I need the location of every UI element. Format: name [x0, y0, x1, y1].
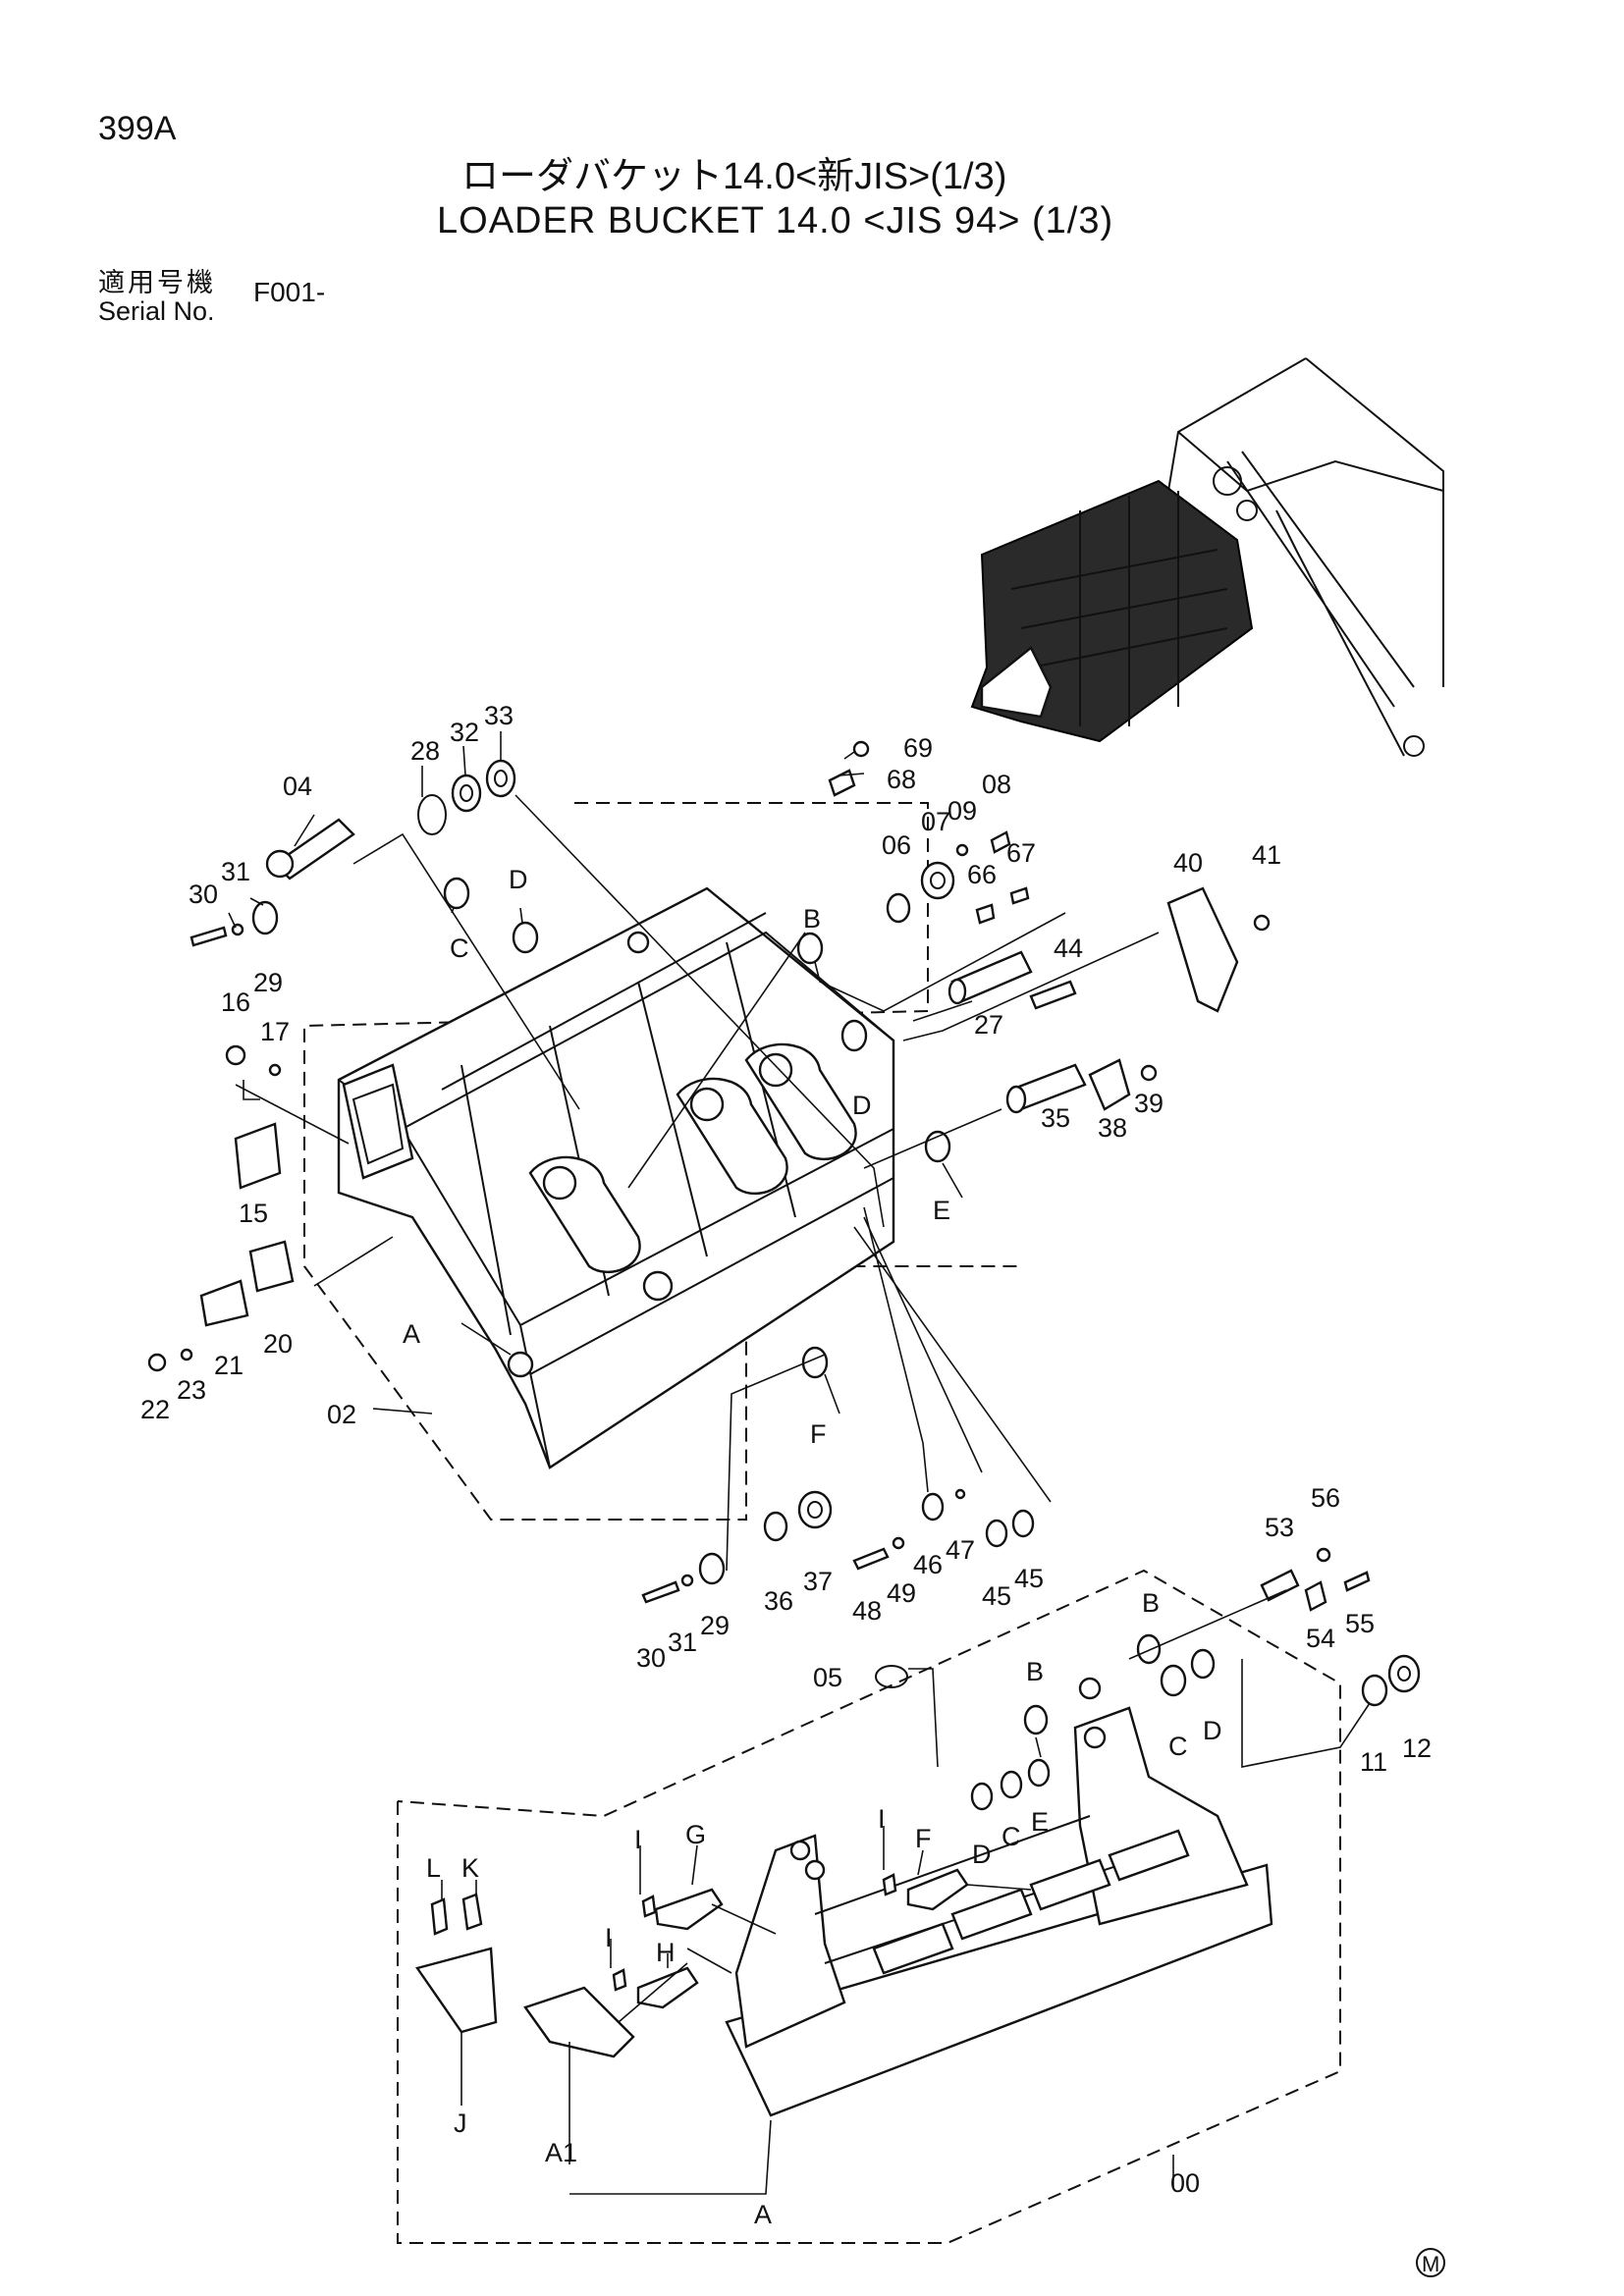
ref-B-right: B: [1142, 1588, 1160, 1618]
callout-44: 44: [1054, 934, 1083, 963]
callout-38: 38: [1098, 1113, 1127, 1143]
page-code: 399A: [98, 110, 177, 147]
serial-number-value: F001-: [253, 277, 326, 307]
callout-40: 40: [1173, 848, 1203, 878]
callout-46: 46: [913, 1550, 943, 1579]
callout-07: 07: [921, 807, 950, 836]
circled-m-icon: [1416, 2248, 1445, 2277]
footer-mark: M: [1416, 2248, 1445, 2277]
callout-15: 15: [239, 1199, 268, 1228]
ref-J: J: [454, 2109, 467, 2138]
ref-C-upper: C: [450, 934, 469, 963]
callout-31-lower: 31: [668, 1628, 697, 1657]
leader-lines: [228, 731, 1371, 2195]
callout-08: 08: [982, 770, 1011, 799]
ref-E-bucket: E: [1031, 1807, 1049, 1837]
ref-B-bucket: B: [1026, 1657, 1044, 1686]
title-japanese: ローダバケット14.0<新JIS>(1/3): [461, 156, 1007, 197]
callout-47: 47: [946, 1535, 975, 1565]
callout-17: 17: [260, 1017, 290, 1046]
callout-67: 67: [1006, 838, 1036, 868]
callout-35: 35: [1041, 1103, 1070, 1133]
callout-36: 36: [764, 1586, 793, 1616]
callout-04: 04: [283, 772, 312, 801]
callout-45: 45: [982, 1581, 1011, 1611]
callout-32: 32: [450, 718, 479, 747]
callout-05: 05: [813, 1663, 842, 1692]
ref-G: G: [685, 1820, 706, 1849]
callout-29-lower: 29: [700, 1611, 730, 1640]
callout-00: 00: [1170, 2168, 1200, 2198]
ref-C-right: C: [1168, 1732, 1188, 1761]
callout-16: 16: [221, 988, 250, 1017]
ref-L: L: [426, 1853, 441, 1883]
callout-31: 31: [221, 857, 250, 886]
callout-12: 12: [1402, 1734, 1432, 1763]
callout-49: 49: [887, 1578, 916, 1608]
callout-53: 53: [1265, 1513, 1294, 1542]
callout-09: 09: [947, 796, 977, 826]
callout-21: 21: [214, 1351, 244, 1380]
small-parts: [147, 740, 1421, 2058]
letter-references: A A A1 B B B C C C D D D D E E F F G H I…: [403, 865, 1222, 2229]
callout-06: 06: [882, 830, 911, 860]
footer-mark-letter: M: [1422, 2252, 1439, 2276]
title-english: LOADER BUCKET 14.0 <JIS 94> (1/3): [437, 200, 1114, 241]
ref-A1: A1: [545, 2138, 577, 2167]
callout-54: 54: [1306, 1624, 1335, 1653]
callout-45-second: 45: [1014, 1564, 1044, 1593]
callout-27: 27: [974, 1010, 1003, 1040]
ref-F-bucket: F: [915, 1824, 932, 1853]
callout-labels: 00 02 04 05 06 07 08 09 11 12 15 16 17 2…: [140, 701, 1432, 2198]
ref-I-1: I: [634, 1825, 642, 1854]
callout-29: 29: [253, 968, 283, 997]
callout-20: 20: [263, 1329, 293, 1359]
bucket-00: [725, 1677, 1273, 2117]
ref-C-bucket: C: [1001, 1822, 1021, 1851]
ref-D-bucket: D: [972, 1840, 992, 1869]
callout-66: 66: [967, 860, 997, 889]
callout-11: 11: [1360, 1747, 1387, 1777]
ref-D-right: D: [1203, 1716, 1222, 1745]
serial-label-japanese: 適用号機: [98, 268, 216, 297]
callout-41: 41: [1252, 840, 1281, 870]
callout-69: 69: [903, 733, 933, 763]
ref-I-3: I: [605, 1923, 613, 1952]
ref-I-2: I: [878, 1804, 886, 1834]
callout-33: 33: [484, 701, 514, 730]
ref-A-bracket: A: [403, 1319, 420, 1349]
machine-location-view: [970, 357, 1444, 757]
ref-D-middle: D: [852, 1091, 872, 1120]
ref-H: H: [656, 1938, 676, 1967]
callout-28: 28: [410, 736, 440, 766]
ref-E-upper: E: [933, 1196, 950, 1225]
callout-37: 37: [803, 1567, 833, 1596]
callout-56: 56: [1311, 1483, 1340, 1513]
callout-48: 48: [852, 1596, 882, 1626]
ref-K: K: [461, 1853, 479, 1883]
bucket-bracket-02: [337, 886, 895, 1469]
ref-F-bracket: F: [810, 1419, 827, 1449]
callout-30: 30: [189, 880, 218, 909]
subassembly-boundary-00: [397, 1569, 1341, 2244]
callout-23: 23: [177, 1375, 206, 1405]
callout-02: 02: [327, 1400, 356, 1429]
callout-39: 39: [1134, 1089, 1164, 1118]
callout-68: 68: [887, 765, 916, 794]
callout-55: 55: [1345, 1609, 1375, 1638]
callout-30-lower: 30: [636, 1643, 666, 1673]
callout-22: 22: [140, 1395, 170, 1424]
serial-label-english: Serial No.: [98, 296, 215, 326]
ref-B-upper: B: [803, 904, 821, 934]
ref-D-upper: D: [509, 865, 528, 894]
ref-A-bucket: A: [754, 2200, 772, 2229]
